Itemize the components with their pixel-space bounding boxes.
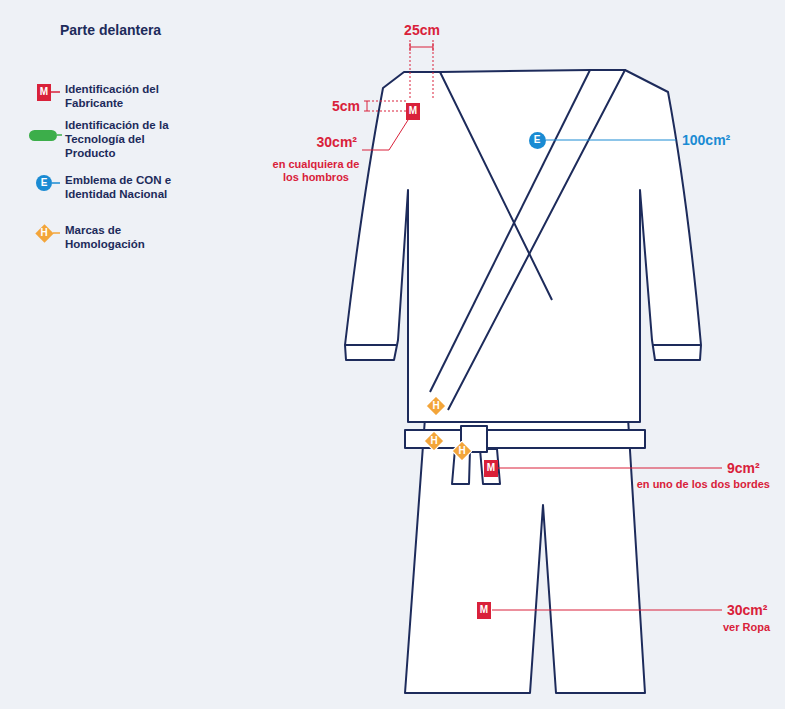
dimension-label: 25cm: [404, 22, 440, 39]
area-note: en uno de los dos bordes: [637, 478, 770, 491]
leader-line: [492, 610, 722, 611]
leader-line: [546, 140, 676, 141]
left-lapel: [404, 72, 552, 300]
marker-letter: M: [409, 106, 417, 116]
dimension-label: 5cm: [332, 98, 360, 115]
marker-letter: H: [432, 401, 439, 411]
marker-fill: [529, 132, 546, 149]
leader-line: [493, 468, 722, 469]
marker-letter: E: [534, 135, 541, 145]
marker-fill: [477, 602, 491, 619]
marker-fill: [484, 460, 498, 477]
legend-stub: [52, 182, 60, 184]
legend-text: Identificación de la Tecnología del Prod…: [65, 119, 183, 160]
dimension-line: [364, 101, 370, 111]
marker-circle: E: [529, 132, 546, 149]
marker-fill: [452, 441, 472, 461]
marker-letter: M: [487, 463, 495, 473]
legend-letter: E: [41, 177, 48, 189]
right-lapel-inner: [430, 70, 590, 392]
jacket-outline: [345, 70, 701, 422]
area-label: 9cm²: [727, 460, 760, 477]
right-lapel-outer: [448, 70, 625, 410]
legend-text: Emblema de CON e Identidad Nacional: [65, 174, 183, 202]
cuff-lines: [346, 344, 701, 346]
diagram-title: Parte delantera: [60, 22, 161, 39]
marker-fill: [406, 103, 420, 120]
leader-line: [362, 120, 408, 150]
marker-rect: M: [406, 103, 420, 120]
area-label: 100cm²: [682, 132, 730, 149]
marker-fill: [424, 431, 444, 451]
legend-swatch: [29, 130, 57, 141]
marker-letter: H: [430, 436, 437, 446]
area-note: en cualquiera de los hombros: [264, 158, 368, 184]
legend-text: Marcas de Homologación: [65, 224, 183, 252]
legend-letter: M: [40, 86, 48, 98]
area-label: 30cm²: [727, 602, 767, 619]
marker-letter: M: [480, 605, 488, 615]
legend-text: Identificación del Fabricante: [65, 83, 183, 111]
legend-stub: [51, 91, 60, 93]
pants-outline: [405, 418, 645, 693]
belt-tail: [480, 449, 500, 484]
marker-letter: H: [458, 446, 465, 456]
area-note: ver Ropa: [723, 621, 770, 634]
legend-letter: H: [40, 227, 47, 239]
marker-diamond: H: [426, 396, 446, 416]
dimension-line: [410, 43, 433, 51]
marker-diamond: H: [424, 431, 444, 451]
legend-stub: [57, 134, 62, 136]
marker-rect: M: [484, 460, 498, 477]
marker-fill: [426, 396, 446, 416]
marker-rect: M: [477, 602, 491, 619]
dimension-guide: [410, 40, 433, 100]
dimension-guide: [372, 101, 406, 111]
marker-diamond: H: [452, 441, 472, 461]
area-label: 30cm²: [317, 134, 357, 151]
